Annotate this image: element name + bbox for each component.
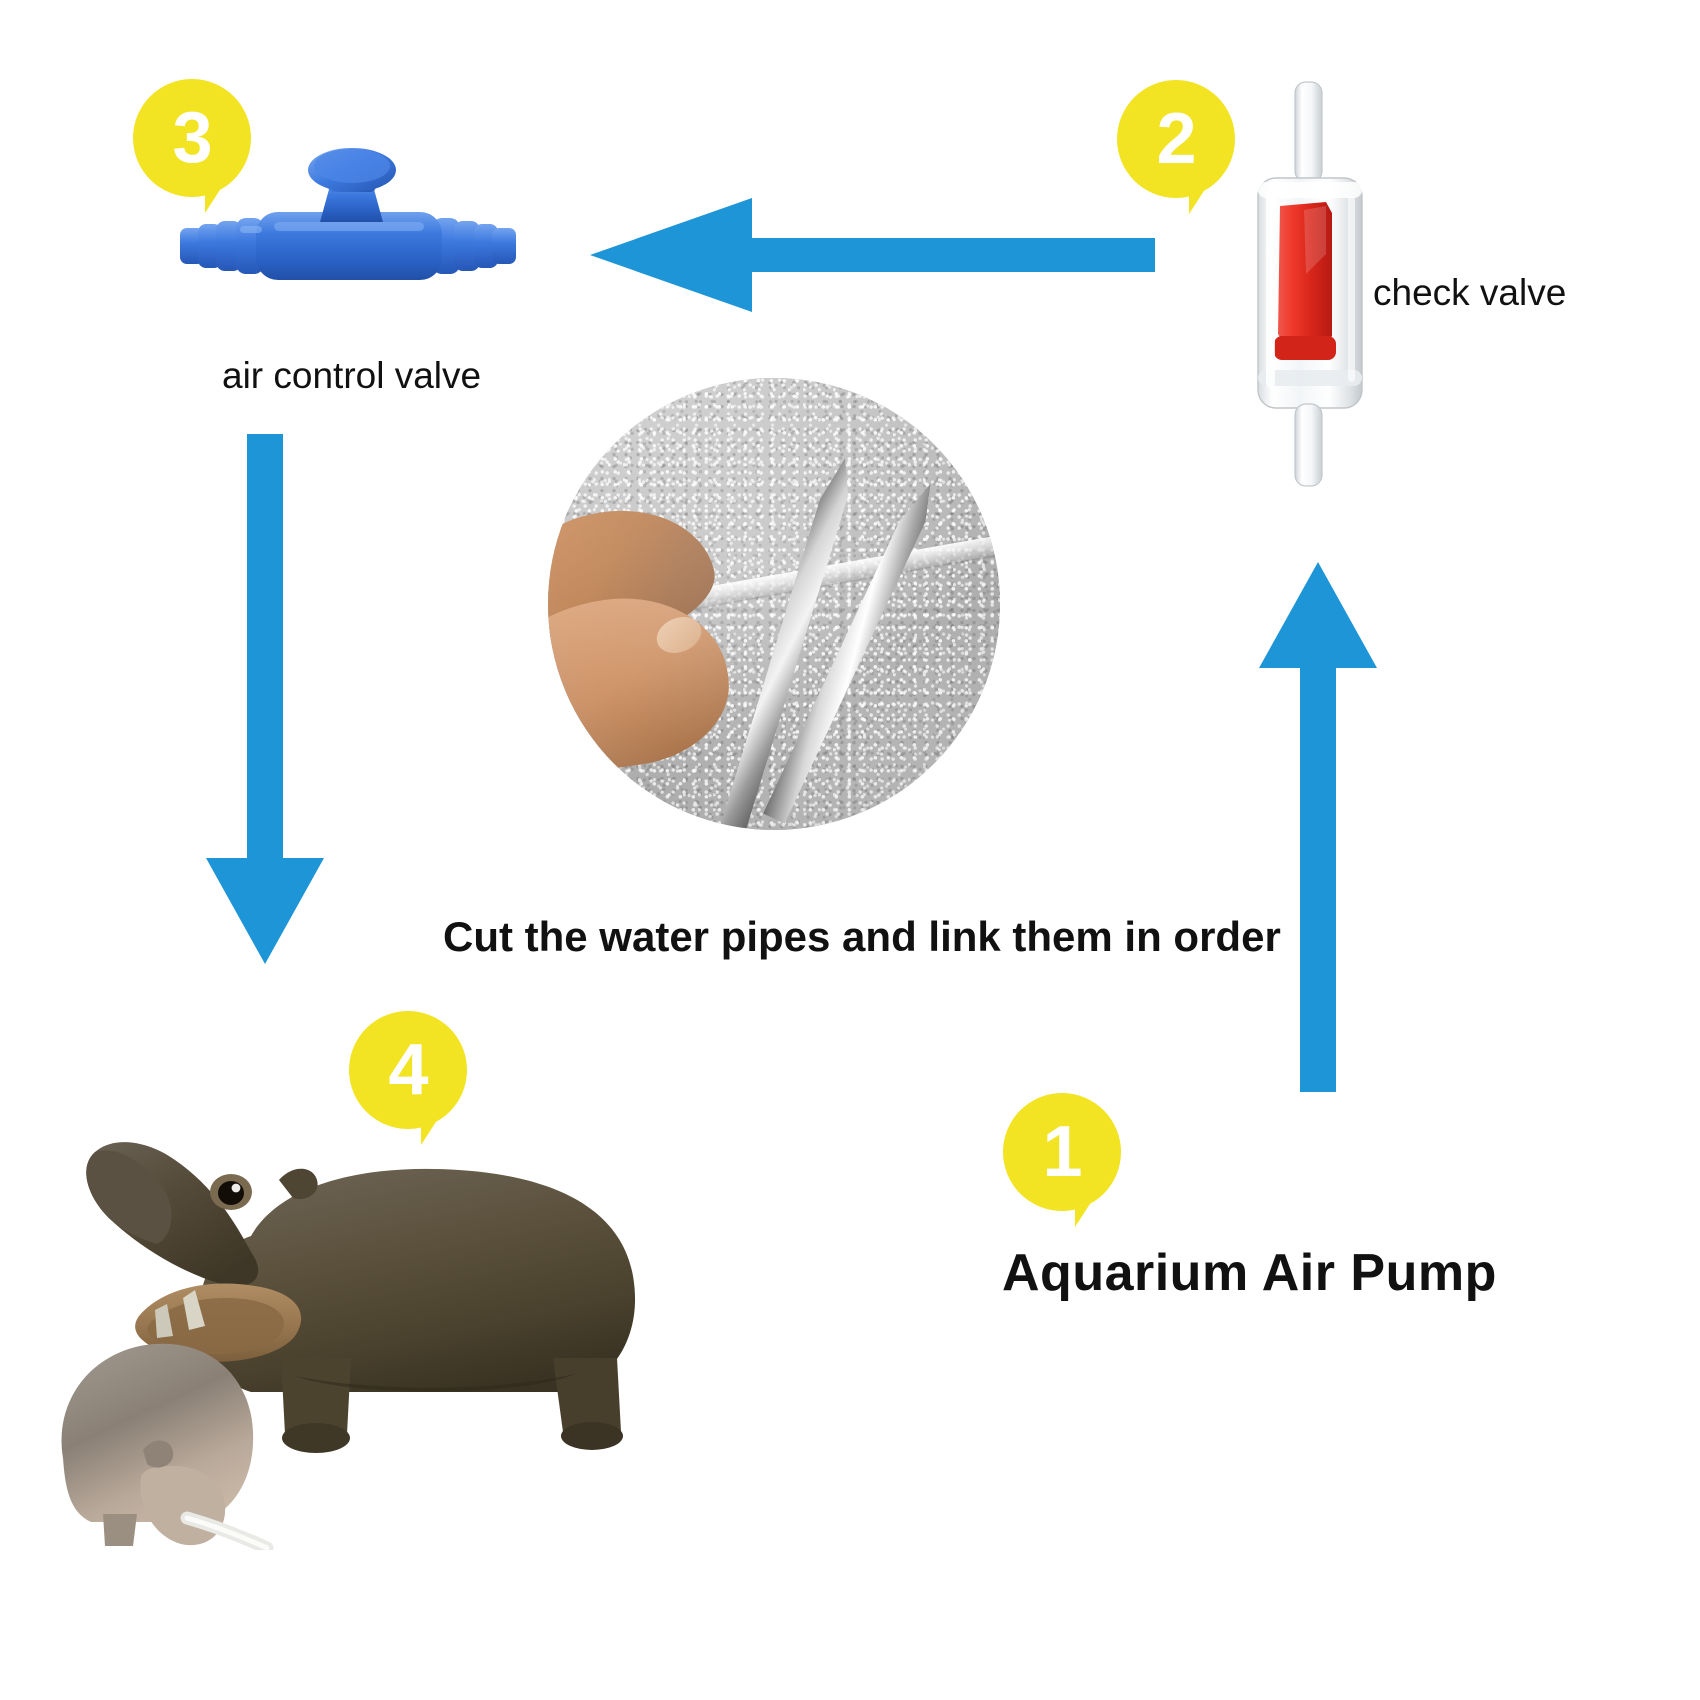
- baby-hippo-figurine-image: [61, 1343, 274, 1550]
- arrow-up-shaft: [1300, 662, 1336, 1092]
- check-valve-top-nozzle: [1294, 81, 1323, 183]
- check-valve-image: [1257, 81, 1363, 487]
- step-badge-2: 2: [1117, 80, 1235, 214]
- hippo-body: [198, 1168, 636, 1392]
- arrow-down-to-hippo: [205, 434, 325, 964]
- arrow-up-to-check-valve: [1258, 562, 1378, 1092]
- arrow-left-to-air-control-valve: [590, 196, 1155, 316]
- hippo-tusk-right: [155, 1304, 173, 1338]
- hippo-figurine-image: [86, 1142, 636, 1453]
- check-valve-red-insert: [1278, 202, 1332, 346]
- step-badge-4-tail: [421, 1097, 455, 1145]
- step-badge-3-tail: [205, 165, 239, 213]
- step-badge-4: 4: [349, 1011, 467, 1145]
- step-badge-3-number: 3: [172, 98, 212, 178]
- step-badge-2-tail: [1189, 166, 1223, 214]
- check-valve-label: check valve: [1373, 272, 1567, 313]
- step-badge-2-number: 2: [1156, 99, 1196, 179]
- arrow-up-head: [1259, 562, 1377, 668]
- cut-pipes-caption: Cut the water pipes and link them in ord…: [443, 913, 1281, 960]
- step-badge-3: 3: [133, 79, 251, 213]
- photo-vignette: [548, 378, 1000, 830]
- step-badge-1-tail: [1075, 1179, 1109, 1227]
- check-valve-red-base: [1274, 336, 1336, 360]
- arrow-left-shaft: [750, 238, 1155, 272]
- hippo-tusk-left: [183, 1290, 205, 1330]
- arrow-left-head: [590, 198, 752, 312]
- air-control-valve-label: air control valve: [222, 355, 482, 396]
- arrow-down-shaft: [247, 434, 283, 864]
- check-valve-bottom-nozzle: [1294, 403, 1323, 487]
- aquarium-air-pump-label: Aquarium Air Pump: [1002, 1244, 1497, 1302]
- arrow-down-head: [206, 858, 324, 964]
- step-badge-1-number: 1: [1042, 1112, 1082, 1192]
- air-control-valve-image: [180, 148, 516, 280]
- valve-right-barb: [432, 218, 516, 274]
- hippo-ear: [279, 1168, 318, 1200]
- step-badge-1: 1: [1003, 1093, 1121, 1227]
- cut-tube-photo: [548, 378, 1000, 830]
- step-badge-4-number: 4: [388, 1030, 428, 1110]
